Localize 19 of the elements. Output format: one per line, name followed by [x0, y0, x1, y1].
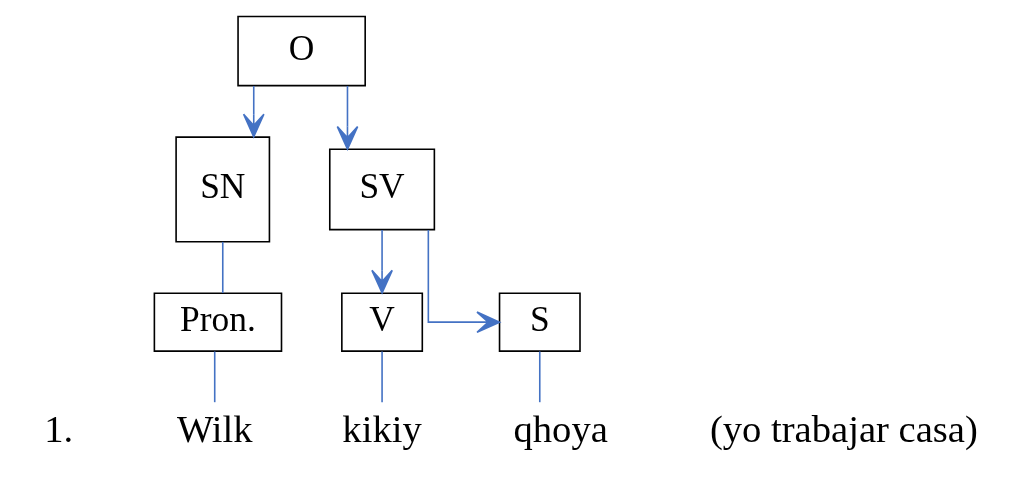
- connector: [221, 241, 224, 294]
- node-box: Pron.: [153, 292, 283, 352]
- node-box: SV: [328, 148, 436, 231]
- connector: [538, 350, 541, 403]
- arrow: [242, 85, 265, 138]
- connector: [213, 350, 216, 403]
- node-box: O: [237, 15, 366, 87]
- node-text: qhoya: [513, 407, 608, 450]
- node-text: kikiy: [342, 407, 422, 450]
- arrow: [336, 85, 359, 150]
- label: (yo trabajar casa): [709, 407, 978, 450]
- arrow: [371, 229, 393, 294]
- node-text: Wilk: [176, 407, 253, 450]
- node-box: V: [341, 292, 424, 352]
- node-box: S: [498, 292, 581, 352]
- arrow: [427, 229, 501, 334]
- node-box: SN: [175, 136, 271, 243]
- label: 1.: [44, 407, 74, 450]
- connector: [381, 350, 383, 403]
